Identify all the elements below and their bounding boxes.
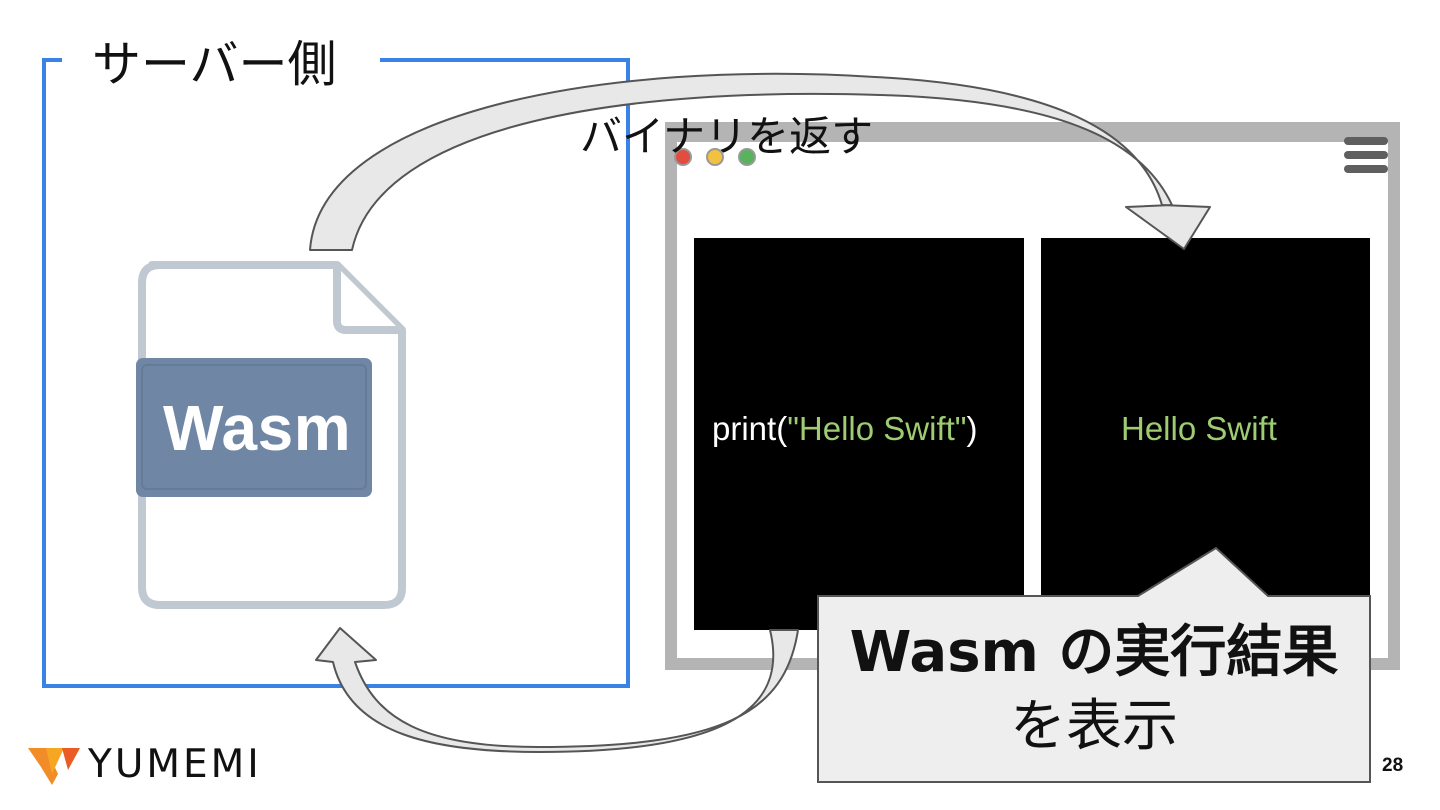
callout-line-1: Wasm の実行結果 (849, 620, 1339, 685)
callout-line-2: を表示 (1010, 694, 1178, 759)
menu-bar (1344, 165, 1388, 173)
hamburger-menu-icon[interactable] (1344, 137, 1388, 173)
execution-output: Hello Swift (1121, 410, 1277, 447)
source-code-panel (694, 238, 1024, 630)
result-callout-text: Wasm の実行結果 を表示 (830, 616, 1358, 764)
result-callout (817, 546, 1371, 783)
code-prefix: print( (712, 410, 788, 447)
server-side-label: サーバー側 (92, 36, 337, 93)
wasm-file-label: Wasm (163, 392, 352, 464)
page-number: 28 (1382, 755, 1404, 776)
minimize-window-dot[interactable] (706, 148, 724, 166)
menu-bar (1344, 151, 1388, 159)
yumemi-logo-icon (28, 748, 80, 785)
return-binary-label: バイナリを返す (580, 112, 874, 161)
swift-code-line: print("Hello Swift") (712, 410, 978, 448)
wasm-file-icon (136, 261, 406, 609)
maximize-window-dot[interactable] (738, 148, 756, 166)
server-label-gap (62, 52, 380, 66)
code-string: "Hello Swift" (787, 410, 967, 447)
brand-name: YUMEMI (88, 742, 262, 787)
close-window-dot[interactable] (674, 148, 692, 166)
request-arrow (315, 627, 799, 753)
menu-bar (1344, 137, 1388, 145)
return-binary-arrow (309, 72, 1211, 251)
code-suffix: ) (966, 410, 978, 447)
